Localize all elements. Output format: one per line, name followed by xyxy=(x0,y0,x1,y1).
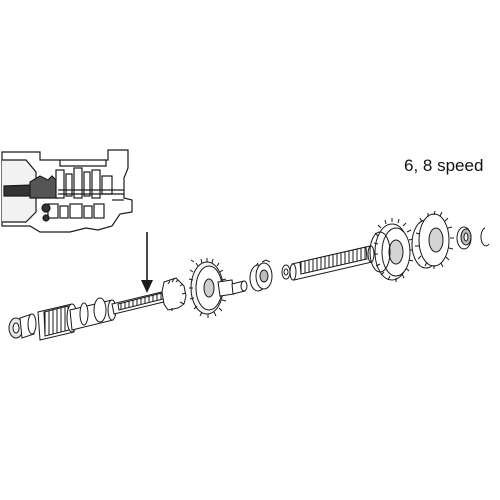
washer-part xyxy=(281,264,291,280)
input-shaft-part xyxy=(111,277,187,315)
exploded-shaft-assembly xyxy=(8,210,490,341)
synchro-hub-part xyxy=(249,259,273,292)
end-bearing-part xyxy=(456,226,472,250)
gear-pair-part xyxy=(411,210,454,269)
speed-variant-label: 6, 8 speed xyxy=(404,156,484,175)
snap-ring-part xyxy=(480,227,490,247)
spur-gear-part xyxy=(188,258,235,318)
shaft-segment-part xyxy=(69,297,117,331)
gearbox-cutaway-icon xyxy=(1,149,133,233)
spacer-pin-part xyxy=(231,280,248,295)
down-arrow-icon xyxy=(141,232,153,293)
main-shaft-part xyxy=(289,245,375,281)
gear-large-part xyxy=(369,218,414,282)
end-nut-part xyxy=(8,313,37,339)
